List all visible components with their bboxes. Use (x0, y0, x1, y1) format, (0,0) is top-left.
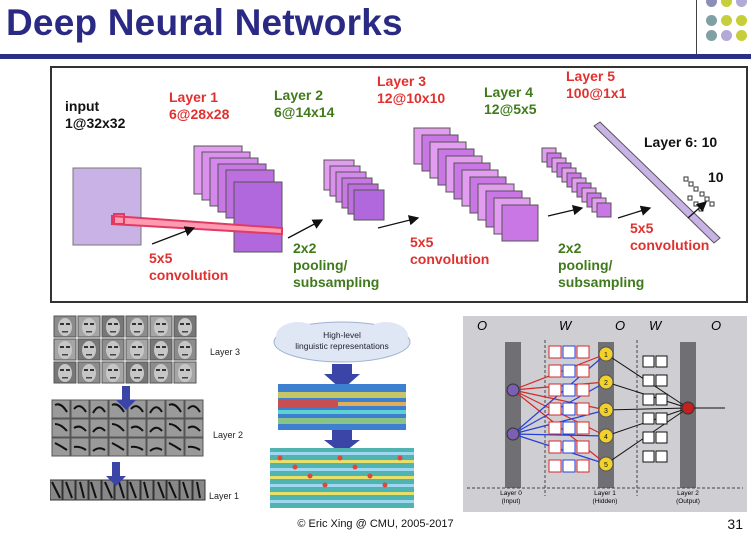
svg-text:4: 4 (604, 434, 608, 441)
mlp-header-w2: W (649, 318, 662, 333)
header-divider (696, 0, 697, 54)
decorative-dot (721, 0, 732, 7)
decorative-dot (736, 0, 747, 7)
mlp-header-o1: O (615, 318, 626, 333)
decorative-dot (721, 15, 732, 26)
mlp-header-w1: W (559, 318, 572, 333)
cloud-text: High-level linguistic representations (295, 330, 389, 351)
feature-layer3-label: Layer 3 (210, 347, 241, 357)
layer6-label: Layer 6: 10 (644, 134, 718, 150)
svg-text:5: 5 (604, 462, 608, 469)
mlp-network-diagram: 1 2 3 4 5 O W O W O Layer 0(Input) Layer 1(H… (463, 316, 747, 512)
layer1-feature-maps (193, 145, 283, 253)
layer5-vector (593, 121, 721, 244)
cnn-drawing (72, 121, 721, 253)
svg-text:1: 1 (604, 352, 608, 359)
decorative-dot (721, 30, 732, 41)
mlp-header-o0: O (477, 318, 488, 333)
conv1-receptive-field (111, 214, 283, 236)
decorative-dot (706, 15, 717, 26)
mlp-header-o2: O (711, 318, 722, 333)
mlp-layer1-caption: Layer 1(Hidden) (592, 490, 618, 505)
decorative-dot (706, 30, 717, 41)
layer4-feature-maps (541, 147, 612, 218)
decorative-dot (706, 0, 717, 7)
output-count-label: 10 (708, 169, 724, 185)
slide-footer: © Eric Xing @ CMU, 2005-2017 (297, 518, 454, 530)
decorative-dot (736, 30, 747, 41)
face-feature-hierarchy: Layer 3 Layer 2 Layer 1 (49, 314, 250, 514)
mlp-layer0-caption: Layer 0(Input) (500, 490, 522, 505)
mlp-drawing: 1 2 3 4 5 (467, 340, 743, 496)
layer3-feature-maps (413, 127, 539, 242)
decorative-dot (736, 15, 747, 26)
mlp-layer2-caption: Layer 2(Output) (676, 490, 700, 505)
slide-title: Deep Neural Networks (6, 2, 403, 43)
feature-layer1-label: Layer 1 (209, 491, 240, 501)
svg-text:3: 3 (604, 408, 608, 415)
speech-drawing (270, 321, 414, 508)
feature-layer2-label: Layer 2 (213, 430, 244, 440)
input-image (72, 167, 142, 246)
speech-representation-panel: High-level linguistic representations (268, 318, 416, 510)
page-number: 31 (727, 516, 743, 532)
title-underline (0, 54, 751, 59)
layer2-feature-maps (323, 159, 385, 221)
svg-text:2: 2 (604, 380, 608, 387)
feature-hierarchy-drawing (49, 315, 206, 501)
